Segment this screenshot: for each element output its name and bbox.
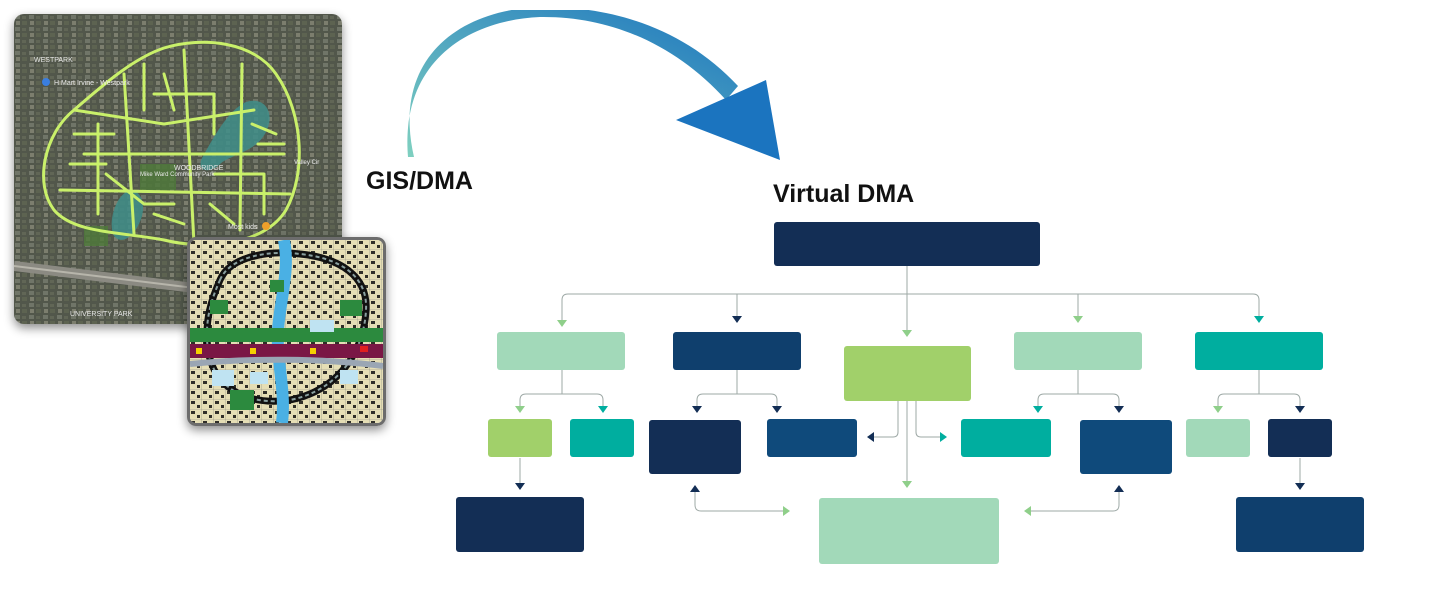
level2-node-2 [673,332,801,370]
connector [694,488,786,512]
connector [696,370,778,410]
level4-node-3 [1236,497,1364,552]
level3-node-7 [1186,419,1250,457]
map-label-valley: Valley Cir [294,160,319,166]
arrowheads [515,316,1305,516]
level3-node-6 [1080,420,1172,474]
connector-bus [561,293,1260,326]
curved-arrow-icon [407,10,780,160]
root-node [774,222,1040,266]
level4-node-1 [456,497,584,552]
connector [1028,488,1120,512]
level2-node-4 [1014,332,1142,370]
map-pin-icon [42,78,50,86]
connector [1037,370,1120,410]
map-label-university-park: UNIVERSITY PARK [70,311,133,318]
map-label-westpark: WESTPARK [34,57,73,64]
virtual-dma-label: Virtual DMA [773,180,915,208]
map-label-community: Mike Ward Community Park [140,172,215,178]
level3-node-8 [1268,419,1332,457]
satellite-map-image: WESTPARK H Mart Irvine - Westpark WOODBR… [14,14,342,324]
connector [519,370,604,410]
connector [1217,370,1301,410]
level2-node-5 [1195,332,1323,370]
level3-node-3 [649,420,741,474]
map-label-shops: Most kids [228,224,258,231]
level3-node-5 [961,419,1051,457]
gis-dma-label: GIS/DMA [366,167,473,195]
level4-node-central [819,498,999,564]
level3-node-4 [767,419,857,457]
central-node [844,346,971,401]
level3-node-2 [570,419,634,457]
level2-node-1 [497,332,625,370]
level3-node-1 [488,419,552,457]
shopping-pin-icon [262,222,270,230]
connector [872,401,899,438]
map-label-store: H Mart Irvine - Westpark [54,80,130,87]
zone-map-image [187,237,386,426]
map-label-woodbridge: WOODBRIDGE [174,165,224,172]
connector [915,401,942,438]
